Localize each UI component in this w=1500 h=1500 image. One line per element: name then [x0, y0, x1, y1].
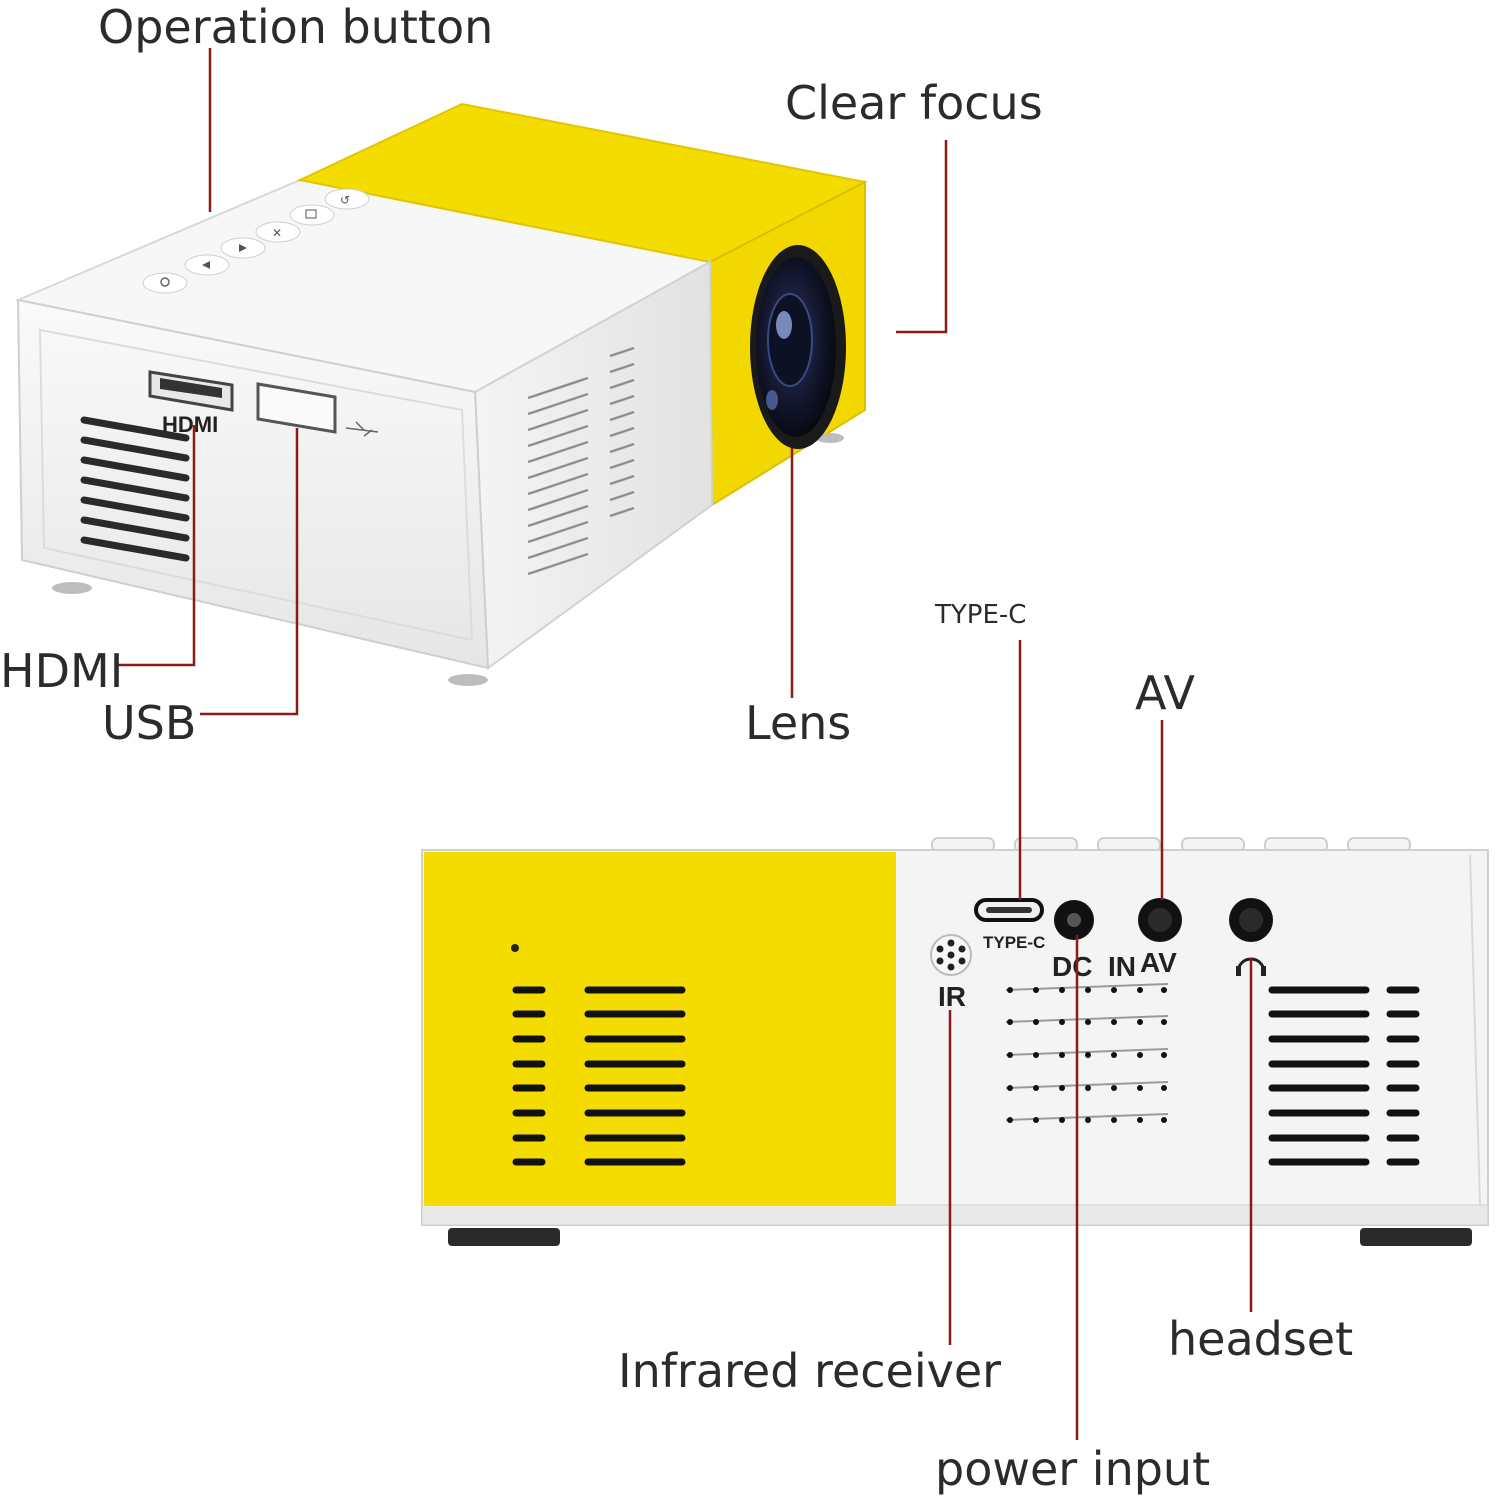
callout-usb: USB: [102, 696, 197, 750]
ir-receiver: [930, 934, 972, 976]
callout-av: AV: [1135, 666, 1195, 720]
callout-operation-button: Operation button: [98, 0, 494, 54]
yellow-vents: [512, 986, 686, 1166]
callout-lens: Lens: [745, 696, 852, 750]
power-icon: [160, 277, 170, 287]
white-vents: [1268, 986, 1420, 1166]
ir-label: IR: [938, 981, 966, 1012]
lens: [750, 245, 846, 449]
callout-type-c: TYPE-C: [935, 600, 1027, 630]
callout-clear-focus: Clear focus: [785, 76, 1043, 130]
dc-in-label: DC IN: [1052, 951, 1136, 982]
front-vents: [80, 416, 190, 562]
arrow-right-icon: [239, 244, 247, 252]
callout-power-input: power input: [935, 1442, 1211, 1496]
arrow-left-icon: [202, 261, 210, 269]
av-port-label: AV: [1140, 947, 1177, 978]
return-icon: ↺: [340, 193, 350, 207]
mute-icon: ✕: [272, 226, 282, 240]
projector-perspective-view: ✕ ↺ HDMI: [14, 102, 869, 686]
callout-headset: headset: [1168, 1312, 1354, 1366]
speaker-grille: [1005, 983, 1169, 1123]
callout-infrared-receiver: Infrared receiver: [618, 1344, 1002, 1398]
menu-icon: [305, 209, 317, 219]
usb-icon: [345, 421, 379, 437]
side-vents: [527, 346, 635, 576]
callout-hdmi: HDMI: [0, 644, 124, 698]
type-c-port-label: TYPE-C: [983, 933, 1045, 952]
leader-lines: [118, 48, 1253, 1440]
projector-back-view: IR TYPE-C DC IN AV: [421, 837, 1489, 1246]
operation-buttons: ✕ ↺: [142, 188, 370, 294]
